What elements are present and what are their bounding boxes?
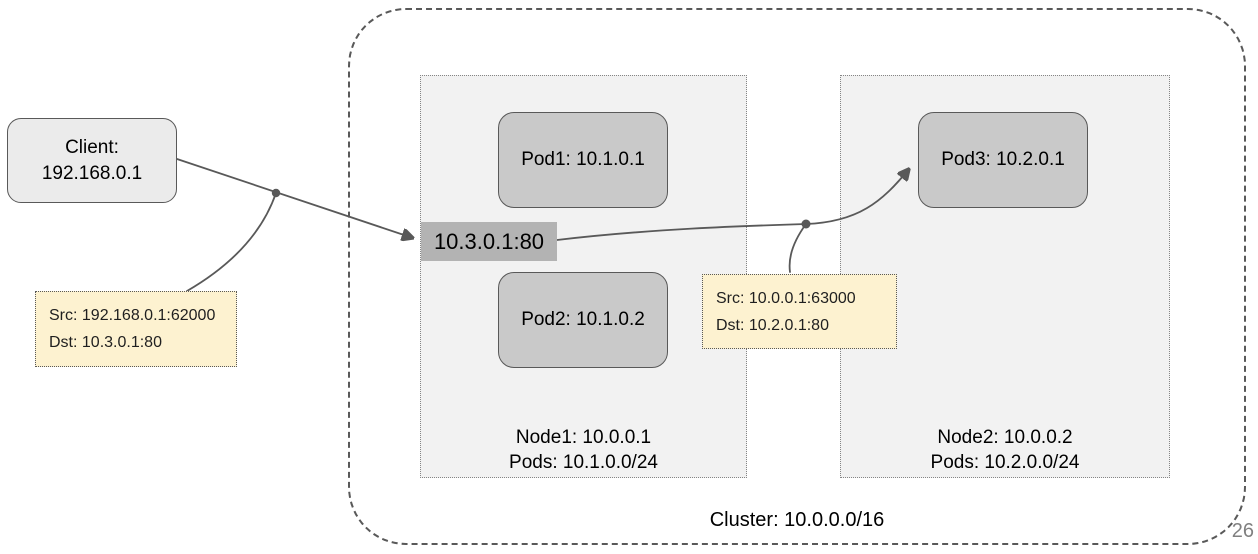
- node2-name: Node2: 10.0.0.2: [937, 427, 1073, 448]
- node2-label: Node2: 10.0.0.2 Pods: 10.2.0.0/24: [841, 425, 1169, 475]
- client-arrow-junction-dot: [271, 188, 281, 198]
- node1-name: Node1: 10.0.0.1: [515, 427, 652, 448]
- client-packet-dst: Dst: 10.3.0.1:80: [49, 334, 162, 351]
- node-packet-dst: Dst: 10.2.0.1:80: [716, 317, 829, 334]
- cluster-boundary: [348, 8, 1246, 545]
- client-packet-callout-line: [186, 192, 277, 292]
- pod1-box: Pod1: 10.1.0.1: [498, 112, 668, 208]
- cluster-label: Cluster: 10.0.0.0/16: [709, 509, 885, 531]
- service-vip-label: 10.3.0.1:80: [421, 222, 557, 261]
- slide-page-number: 26: [1231, 520, 1254, 542]
- node-packet-src: Src: 10.0.0.1:63000: [716, 290, 856, 307]
- node2-pod-cidr: Pods: 10.2.0.0/24: [930, 452, 1080, 473]
- node-packet-note: Src: 10.0.0.1:63000 Dst: 10.2.0.1:80: [702, 274, 897, 349]
- pod3-box: Pod3: 10.2.0.1: [918, 112, 1088, 208]
- node1-label: Node1: 10.0.0.1 Pods: 10.1.0.0/24: [421, 425, 746, 475]
- client-ip: 192.168.0.1: [41, 162, 143, 184]
- node1-pod-cidr: Pods: 10.1.0.0/24: [509, 452, 658, 473]
- client-packet-src: Src: 192.168.0.1:62000: [49, 307, 216, 324]
- pod2-box: Pod2: 10.1.0.2: [498, 272, 668, 368]
- client-packet-note: Src: 192.168.0.1:62000 Dst: 10.3.0.1:80: [35, 291, 237, 367]
- client-box: Client: 192.168.0.1: [7, 118, 177, 203]
- client-title: Client:: [65, 136, 119, 158]
